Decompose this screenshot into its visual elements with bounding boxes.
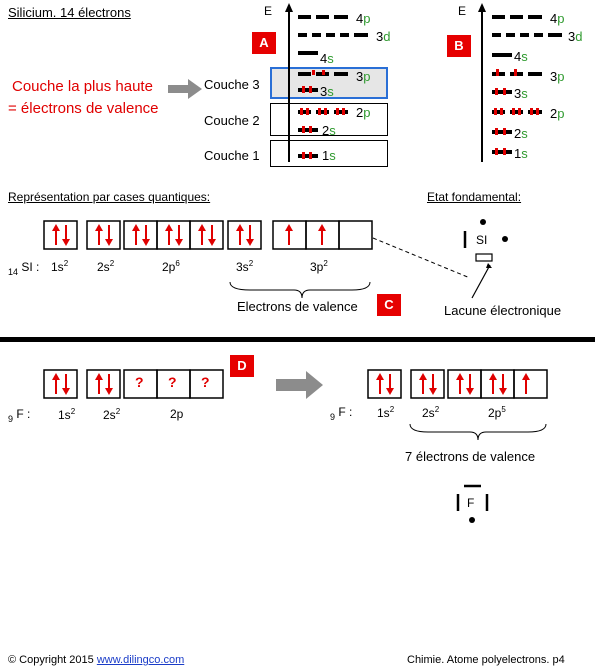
valence-note-line1: Couche la plus haute [12,78,153,95]
level-4p-a: 4p [356,11,371,26]
lewis-si-symbol: SI [476,233,488,247]
level-2p-b: 2p [550,106,565,121]
f-right-label-2p: 2p5 [488,405,506,420]
f-left-label-2s: 2s2 [103,407,121,422]
shell-1-box [270,140,388,167]
energy-diagram-a [285,3,368,162]
shell-3-label: Couche 3 [204,77,260,92]
lacune-label: Lacune électronique [444,303,562,318]
valence-electrons-label: Electrons de valence [237,299,358,314]
energy-axis-label-a: E [264,4,273,18]
si-label-1s: 1s2 [51,259,69,274]
level-1s-b: 1s [514,146,528,161]
page-title: Silicium. 14 électrons [8,5,131,20]
f-unknown-mark-2: ? [168,374,177,390]
f-left-label-1s: 1s2 [58,407,76,422]
badge-b: B [447,35,471,57]
si-label-2p: 2p6 [162,259,180,274]
f-unknown-mark-1: ? [135,374,144,390]
f-left-label-2p: 2p [170,407,184,421]
shell-1-label: Couche 1 [204,148,260,163]
ground-state-heading: Etat fondamental: [427,190,522,204]
lewis-si-structure [463,219,508,299]
badge-a: A [252,32,276,54]
f-right-prefix: 9 F : [330,405,353,422]
si-label-3s: 3s2 [236,259,254,274]
f-right-label-2s: 2s2 [422,405,440,420]
f-left-prefix: 9 F : [8,407,31,424]
level-2s-a: 2s [322,123,336,138]
shell-2-box [270,103,388,136]
shell-2-label: Couche 2 [204,113,260,128]
level-3s-b: 3s [514,86,528,101]
level-4p-b: 4p [550,11,565,26]
level-3p-a: 3p [356,69,371,84]
f-valence-label: 7 électrons de valence [405,449,536,464]
level-2p-a: 2p [356,105,371,120]
quantum-heading: Représentation par cases quantiques: [8,190,211,204]
valence-note-line2: = électrons de valence [8,100,159,117]
f-right-label-1s: 1s2 [377,405,395,420]
copyright-text: © Copyright 2015 [8,654,94,666]
si-quantum-boxes [43,220,471,299]
lewis-f-symbol: F [467,496,475,510]
f-quantum-boxes [43,369,548,441]
energy-diagram-b [478,3,562,162]
level-3d-b: 3d [568,29,583,44]
badge-d: D [230,355,254,377]
footer-website-link[interactable]: www.dilingco.com [96,654,185,666]
si-config-prefix: 14 SI : [8,260,40,277]
level-4s-a: 4s [320,51,334,66]
level-4s-b: 4s [514,49,528,64]
section-divider [0,337,595,342]
level-3d-a: 3d [376,29,391,44]
badge-c: C [377,294,401,316]
footer-right: Chimie. Atome polyelectrons. p4 [407,654,565,666]
gray-arrow-icon [168,79,202,99]
si-label-2s: 2s2 [97,259,115,274]
level-3p-b: 3p [550,69,565,84]
level-1s-a: 1s [322,148,336,163]
level-2s-b: 2s [514,126,528,141]
f-unknown-mark-3: ? [201,374,210,390]
footer-left: © Copyright 2015 www.dilingco.com [8,654,184,666]
level-3s-a: 3s [320,84,334,99]
energy-axis-label-b: E [458,4,467,18]
lewis-f-structure [456,484,489,523]
si-label-3p: 3p2 [310,259,328,274]
